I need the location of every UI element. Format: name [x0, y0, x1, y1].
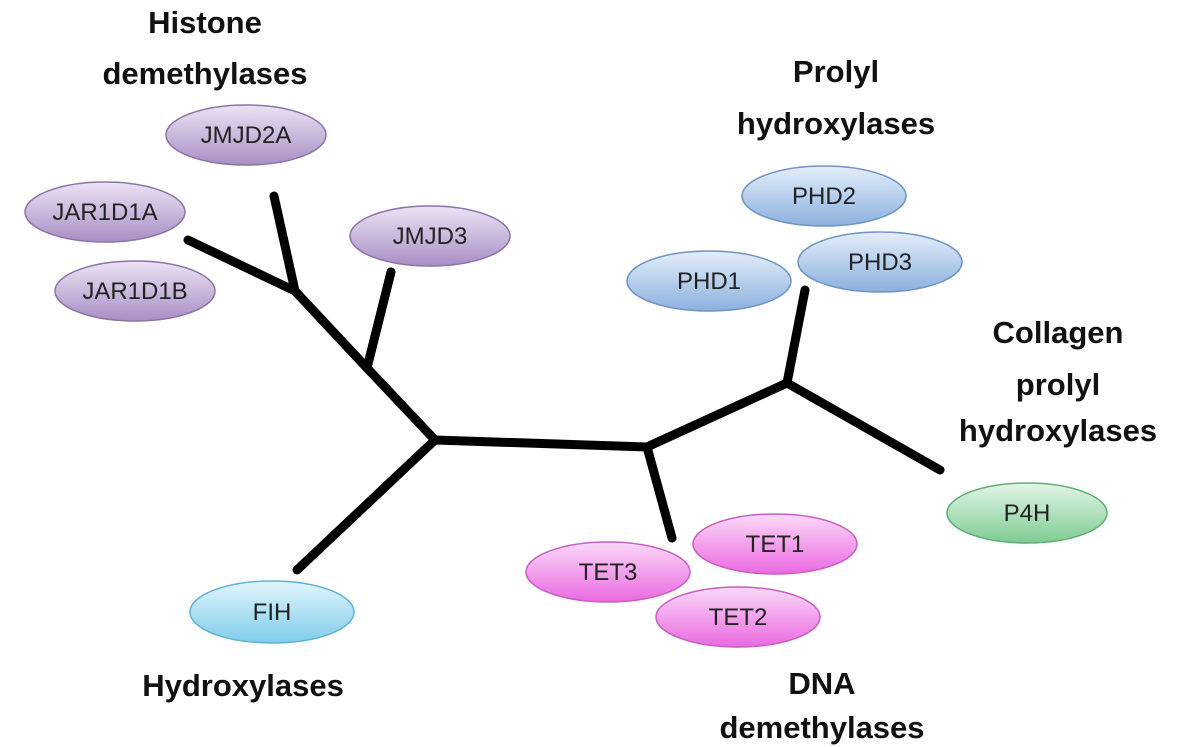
phd3-label: PHD3: [848, 249, 912, 276]
hydroxylases-label: Hydroxylases: [142, 668, 344, 703]
histone-demethylases-label-line1: Histone: [148, 5, 262, 40]
phd2-node: [741, 165, 907, 227]
prolyl-hydroxylases-label-line2: hydroxylases: [737, 106, 935, 141]
histone-demethylases-group: Histone demethylases JMJD2A JAR1D1A JAR1…: [24, 5, 511, 322]
histone-demethylases-label-line2: demethylases: [102, 56, 307, 91]
phd3-node: [797, 231, 963, 293]
fih-node: [189, 580, 355, 644]
jar1d1a-label: JAR1D1A: [52, 199, 157, 226]
prolyl-hydroxylases-group: Prolyl hydroxylases PHD2 PHD1 PHD3: [626, 54, 963, 312]
branch-center-to-fih: [292, 435, 440, 575]
collagen-label-line2: prolyl: [1016, 367, 1100, 402]
jar1d1b-node: [54, 260, 216, 322]
branch-histone-node-to-jar-node: [290, 286, 372, 373]
phd2-label: PHD2: [792, 183, 856, 210]
tet3-node: [525, 541, 691, 603]
branch-right-node-to-prolyl-node: [642, 378, 792, 452]
phd1-label: PHD1: [677, 268, 741, 295]
dna-demethylases-group: TET1 TET3 TET2 DNA demethylases: [525, 513, 925, 745]
phd1-node: [626, 250, 792, 312]
p4h-label: P4H: [1004, 500, 1051, 527]
branch-histone-node-to-jmjd3: [362, 267, 396, 373]
prolyl-hydroxylases-label-line1: Prolyl: [793, 54, 879, 89]
branch-jar-node-to-jar1d1a: [183, 235, 300, 296]
hydroxylases-group: FIH Hydroxylases: [142, 580, 355, 703]
branch-jar-node-to-jmjd2a: [269, 191, 300, 296]
jar1d1b-label: JAR1D1B: [82, 278, 187, 305]
branch-right-node-to-tet: [642, 442, 677, 543]
dna-demethylases-label-line2: demethylases: [719, 710, 924, 745]
tet2-node: [655, 586, 821, 648]
tree-branches: [183, 191, 945, 575]
collagen-label-line3: hydroxylases: [959, 413, 1157, 448]
tet3-label: TET3: [579, 559, 638, 586]
jmjd2a-node: [165, 104, 327, 166]
branch-prolyl-node-to-phd3: [782, 285, 810, 388]
p4h-node: [946, 482, 1108, 544]
jar1d1a-node: [24, 181, 186, 243]
branch-center-to-right-node: [430, 435, 652, 452]
collagen-prolyl-hydroxylases-group: Collagen prolyl hydroxylases P4H: [946, 315, 1157, 544]
branch-prolyl-node-to-p4h: [782, 378, 945, 475]
fih-label: FIH: [253, 599, 292, 626]
tet1-label: TET1: [746, 531, 805, 558]
collagen-label-line1: Collagen: [993, 315, 1124, 350]
jmjd2a-label: JMJD2A: [201, 122, 292, 149]
tet1-node: [692, 513, 858, 575]
jmjd3-label: JMJD3: [393, 223, 468, 250]
dna-demethylases-label-line1: DNA: [788, 666, 855, 701]
branch-center-to-histone-node: [362, 363, 440, 445]
jmjd3-node: [349, 205, 511, 267]
tet2-label: TET2: [709, 604, 768, 631]
